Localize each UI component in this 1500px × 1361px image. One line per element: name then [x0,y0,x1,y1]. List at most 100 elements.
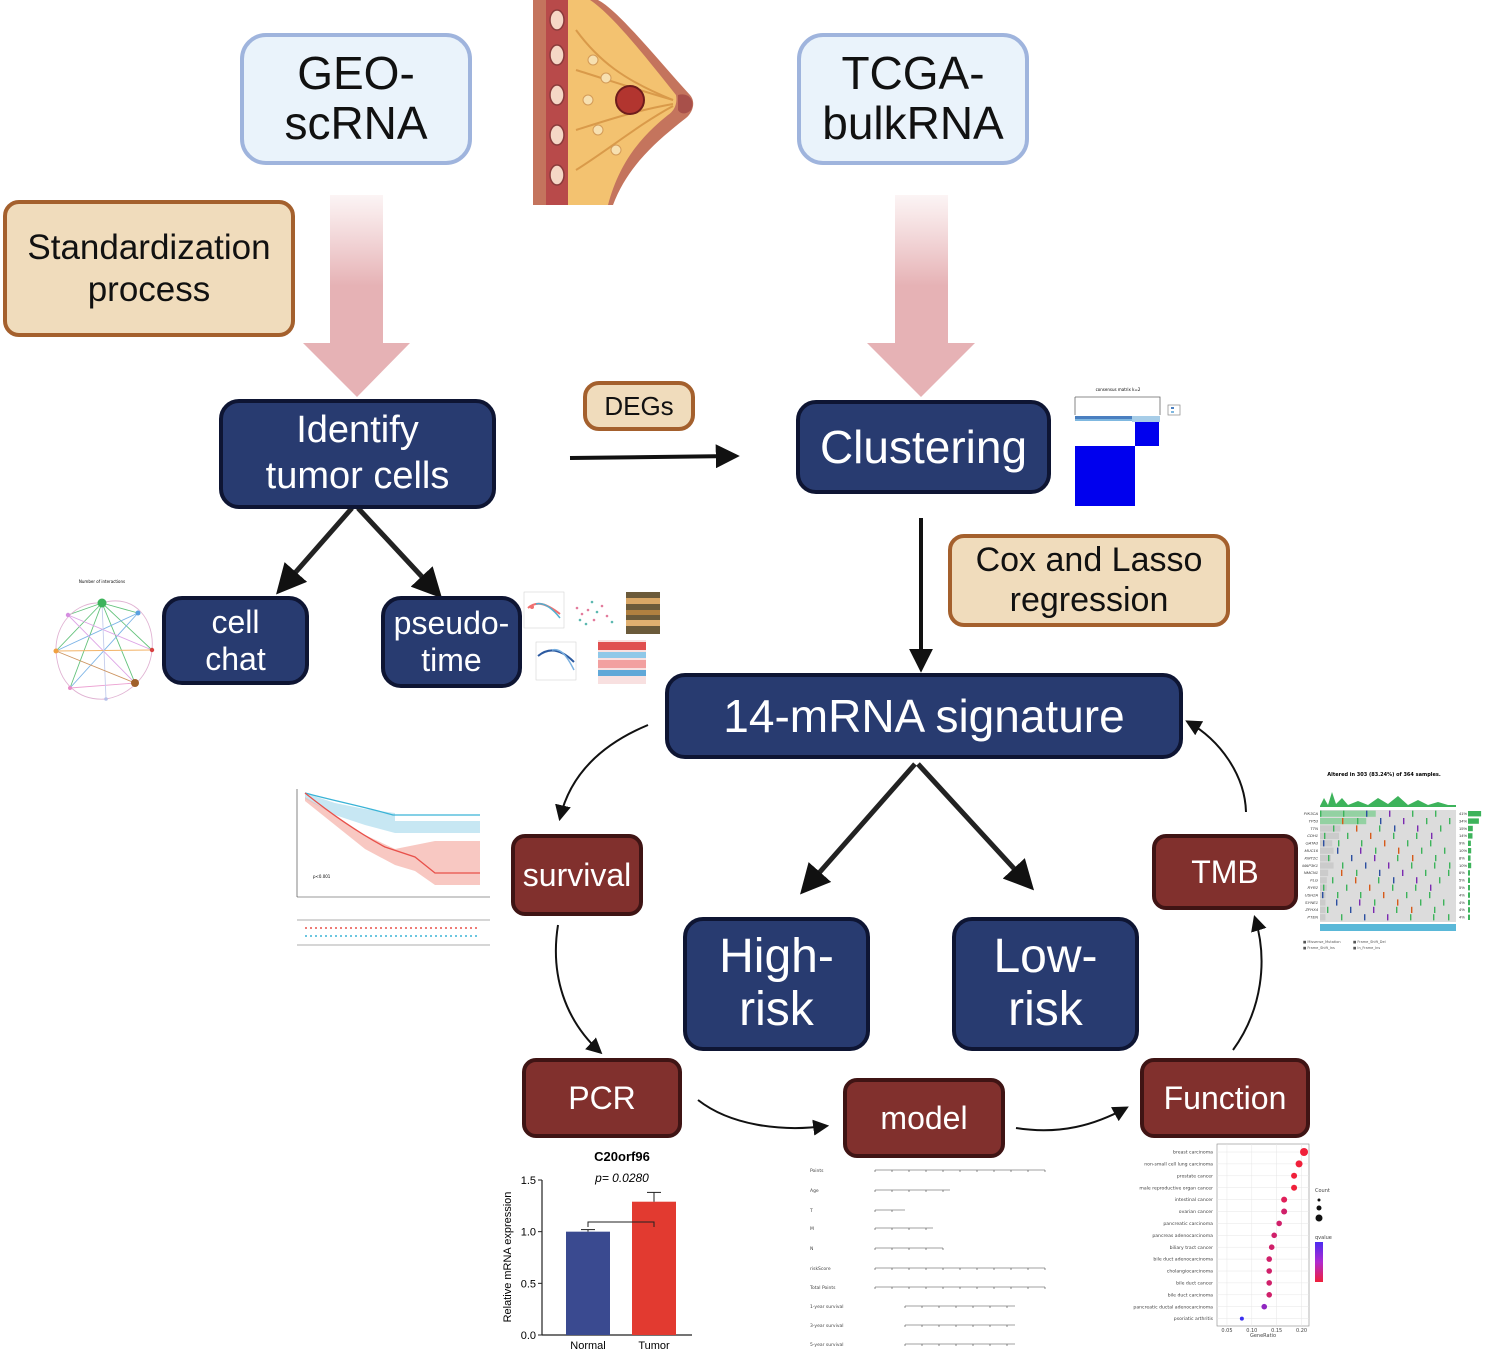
tmb-mutation-mark [1369,884,1371,891]
function-label: Function [1163,1079,1287,1116]
tmb-side-bar [1468,870,1470,876]
tmb-gene-label: TP53 [1308,818,1318,823]
tmb-gene-label: SYNE1 [1305,900,1318,905]
tmb-mutation-mark [1430,840,1432,847]
function-count-label: Count [1315,1188,1330,1194]
cox-lasso-label: Cox and Lasso regression [975,541,1203,619]
tmb-mutation-mark [1346,884,1348,891]
tmb-gene-label: NMCN1 [1304,870,1318,875]
function-xlabel: GeneRatio [1250,1333,1276,1339]
tmb-mutation-mark [1342,862,1344,869]
consensus-matrix-thumbnail: consensus matrix k=2 [1074,387,1181,506]
tmb-mutation-mark [1336,899,1338,906]
function-to-tmb-arrow [1232,914,1267,1051]
tmb-mutation-mark [1412,855,1414,862]
svg-text:Age: Age [810,1188,819,1194]
tmb-mutation-row [1320,899,1326,906]
tmb-gene-pct: 4% [1459,907,1465,912]
tmb-mutation-row [1320,855,1331,862]
function-box: Function [1140,1058,1310,1138]
tmb-side-bar [1468,885,1470,891]
tmb-gene-pct: 14% [1459,833,1467,838]
consensus-title: consensus matrix k=2 [1096,387,1141,392]
tmb-mutation-mark [1356,825,1358,832]
svg-text:1-year survival: 1-year survival [810,1304,844,1310]
tmb-mutation-mark [1434,906,1436,913]
function-xtick: 0.20 [1296,1328,1307,1334]
tmb-mutation-mark [1360,847,1362,854]
function-dot [1281,1196,1288,1203]
survival-to-pcr-arrow [554,924,603,1055]
tmb-to-signature-arrow [1185,720,1247,813]
survival-label: survival [522,856,632,893]
signature-label: 14-mRNA signature [723,690,1125,742]
function-term-label: non-small cell lung carcinoma [1144,1162,1213,1168]
function-dot [1291,1172,1298,1179]
tmb-mutation-mark [1393,877,1395,884]
tmb-mutation-mark [1387,914,1389,921]
tmb-mutation-mark [1383,892,1385,899]
svg-text:Points: Points [810,1168,824,1174]
tmb-side-bar [1468,892,1470,898]
tcga-bulkrna-label: TCGA- bulkRNA [822,47,1004,149]
tmb-mutation-mark [1379,869,1381,876]
function-term-label: psoriatic arthritis [1174,1316,1214,1322]
tmb-box: TMB [1152,834,1298,910]
tmb-side-bar [1468,899,1470,906]
tmb-gene-pct: 34% [1459,818,1467,823]
tmb-mutation-mark [1327,906,1329,913]
tmb-mutation-mark [1403,818,1405,825]
tmb-mutation-mark [1435,855,1437,862]
function-dot [1266,1292,1273,1298]
tmb-mutation-mark [1416,832,1418,839]
clustering-box: Clustering [796,400,1051,494]
tmb-mutation-mark [1402,869,1404,876]
pcr-label: PCR [568,1079,636,1116]
tmb-gene-pct: 6% [1459,870,1465,875]
tmb-mutation-mark [1407,840,1409,847]
identify-tumor-cells-label: Identify tumor cells [265,409,450,497]
cellchat-label: cell chat [205,603,266,677]
tmb-mutation-mark [1323,884,1325,891]
breast-anatomy-illustration [533,0,694,205]
tmb-oncoplot-thumbnail: Altered in 303 (83.24%) of 364 samples. … [1302,772,1482,950]
tmb-side-bar [1468,811,1482,817]
tmb-mutation-mark [1426,818,1428,825]
high-risk-box: High- risk [683,917,870,1051]
pcr-category-label: Normal [570,1340,605,1352]
tmb-side-bar [1468,862,1472,869]
tmb-mutation-mark [1337,892,1339,899]
tmb-mutation-mark [1364,914,1366,921]
pcr-chart-ylabel: Relative mRNA expression [502,1192,514,1323]
degs-box: DEGs [583,381,695,431]
tmb-mutation-row [1320,825,1341,832]
tmb-gene-label: ZFHX4 [1304,907,1318,912]
tmb-mutation-mark [1350,906,1352,913]
tmb-mutation-mark [1373,906,1375,913]
tmb-mutation-mark [1440,825,1442,832]
tmb-mutation-mark [1449,862,1451,869]
tmb-gene-label: PIK3CA [1304,811,1319,816]
tmb-mutation-mark [1342,818,1344,825]
tmb-mutation-mark [1323,840,1325,847]
tmb-mutation-mark [1434,862,1436,869]
tmb-mutation-mark [1370,832,1372,839]
tmb-side-bar [1468,818,1479,824]
cellchat-title: Number of interactions [79,579,125,584]
tmb-gene-pct: 8% [1459,855,1465,860]
tmb-gene-label: TTN [1310,826,1318,831]
tmb-mutation-mark [1374,899,1376,906]
tmb-mutation-mark [1365,862,1367,869]
identify-to-cellchat-arrow [276,506,354,595]
cellchat-network-thumbnail: Number of interactions [53,579,155,701]
tmb-mutation-mark [1431,832,1433,839]
survival-box: survival [511,834,643,916]
svg-text:■ Frame_Shift_Ins: ■ Frame_Shift_Ins [1303,946,1335,950]
function-qvalue-label: qvalue [1315,1235,1332,1241]
tmb-mutation-mark [1429,892,1431,899]
function-dot [1276,1220,1282,1227]
function-term-label: male reproductive organ cancer [1139,1185,1213,1191]
pcr-chart-pvalue: p= 0.0280 [594,1171,649,1185]
